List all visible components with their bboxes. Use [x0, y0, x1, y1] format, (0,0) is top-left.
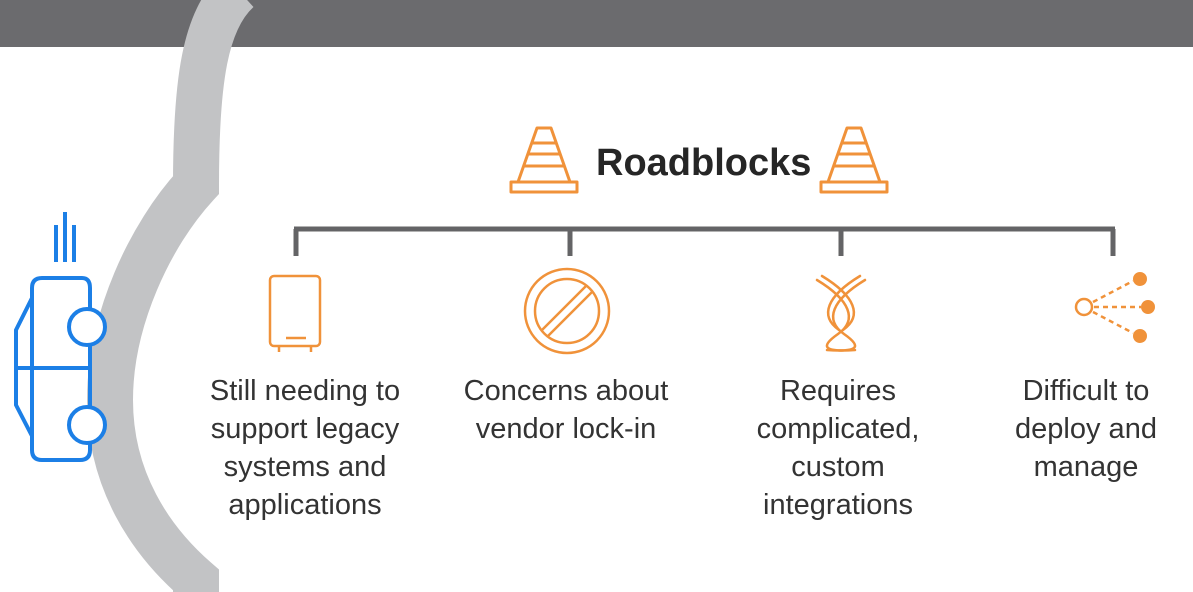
label-line: Concerns about — [463, 375, 669, 407]
label-line: Still needing to — [209, 375, 401, 407]
connector-bracket — [293, 226, 1116, 256]
label-line: manage — [1033, 451, 1139, 483]
label-line: complicated, — [756, 413, 920, 445]
prohibited-icon — [523, 267, 611, 355]
road-curve — [86, 0, 255, 592]
label-line: support legacy — [210, 413, 400, 445]
header-bar — [0, 0, 1193, 47]
traffic-cone-left-icon — [509, 126, 579, 194]
distribution-nodes-icon — [1074, 272, 1155, 343]
traffic-cone-right-icon — [819, 126, 889, 194]
label-line: deploy and — [1015, 413, 1157, 445]
label-line: vendor lock-in — [475, 413, 657, 445]
label-line: applications — [228, 489, 382, 521]
item-label-legacy: Still needing to support legacy systems … — [185, 372, 425, 524]
label-line: systems and — [223, 451, 387, 483]
label-line: Difficult to — [1022, 375, 1150, 407]
diagram-title: Roadblocks — [596, 142, 812, 184]
car-top-view-icon — [14, 212, 107, 462]
tangled-knot-icon — [815, 274, 867, 352]
item-label-deploy: Difficult to deploy and manage — [984, 372, 1188, 486]
label-line: custom — [791, 451, 885, 483]
label-line: integrations — [763, 489, 913, 521]
item-label-vendor-lock-in: Concerns about vendor lock-in — [446, 372, 686, 448]
item-label-integrations: Requires complicated, custom integration… — [718, 372, 958, 524]
legacy-device-icon — [268, 274, 322, 352]
label-line: Requires — [779, 375, 897, 407]
